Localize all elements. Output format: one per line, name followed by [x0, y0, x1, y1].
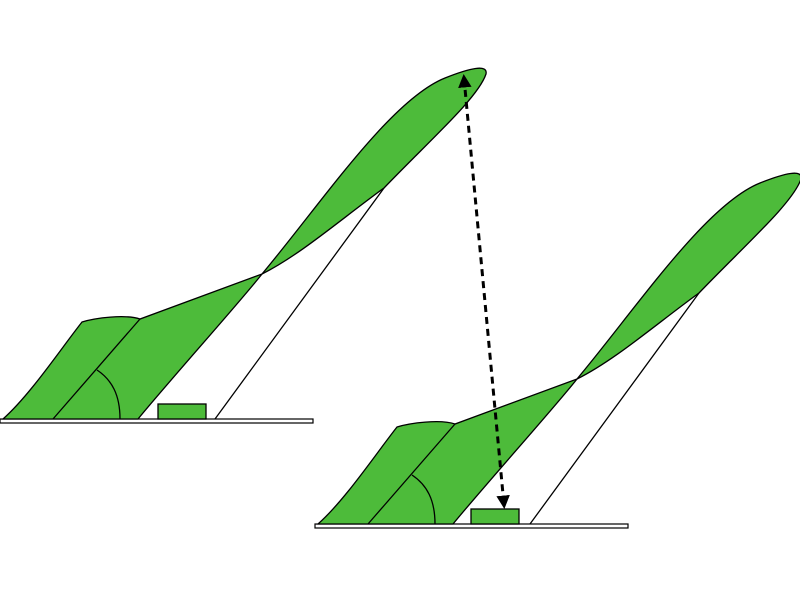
left-blade-shape [261, 67, 487, 275]
left-inner-line [52, 318, 141, 420]
right-inner-line [367, 423, 456, 525]
right-blade-shape [576, 172, 800, 380]
right-base-block [470, 508, 520, 525]
left-base-block [157, 403, 207, 420]
left-figure [0, 67, 487, 424]
left-body-shape [1, 272, 264, 420]
left-base-line [0, 418, 314, 424]
right-support-line [529, 292, 700, 525]
left-support-line [214, 187, 385, 420]
left-angle-arc [96, 369, 121, 420]
right-figure [314, 172, 800, 529]
right-angle-arc [411, 474, 436, 525]
right-body-shape [316, 377, 579, 525]
